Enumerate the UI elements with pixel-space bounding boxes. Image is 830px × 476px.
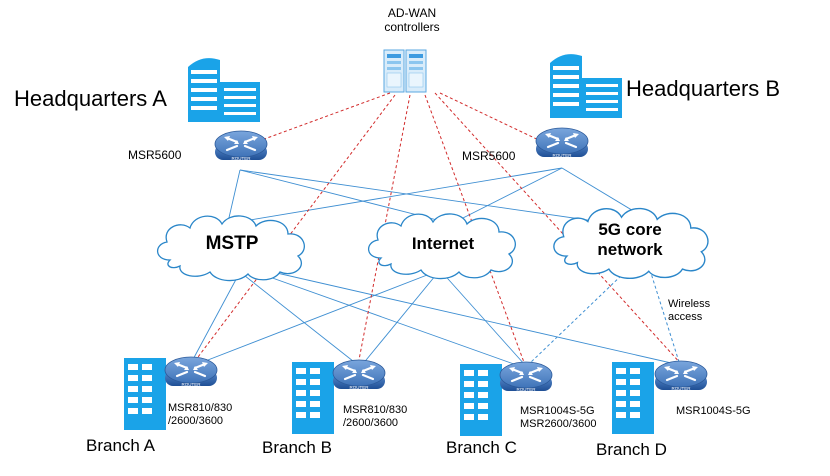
link-hqa-internet	[239, 169, 446, 223]
building-icon	[124, 358, 166, 430]
router-icon: ROUTER	[535, 127, 589, 158]
link-mstp-branch-d	[254, 267, 681, 366]
router-icon: ROUTER	[332, 359, 386, 390]
branch-d-label: Branch D	[596, 440, 667, 459]
building-icon	[188, 58, 260, 122]
branch-d-router-model: MSR1004S-5G	[676, 405, 751, 417]
router-icon: ROUTER	[499, 361, 553, 392]
link-hqb-internet	[454, 167, 563, 223]
wireless-links	[527, 269, 681, 366]
link-mstp-branch-c	[249, 269, 526, 369]
cloud-5g-label: 5G core network	[597, 220, 663, 260]
hq-b-router-model: MSR5600	[462, 149, 516, 163]
physical-links	[189, 167, 681, 369]
branch-c-router-model: MSR1004S-5G MSR2600/3600	[520, 405, 597, 430]
hq-b-label: Headquarters B	[626, 76, 781, 101]
link-mstp-branch-a	[189, 271, 241, 366]
router-badge-text: ROUTER	[232, 156, 252, 161]
ctrl-link-hqa	[247, 92, 391, 146]
controller-label: AD-WAN controllers	[384, 6, 440, 34]
router-badge-text: ROUTER	[672, 386, 692, 391]
ctrl-link-hqb	[439, 92, 546, 144]
branch-b-router-model: MSR810/830 /2600/3600	[343, 404, 408, 429]
cloud-5g-core	[553, 207, 709, 279]
link-internet-branch-a	[194, 269, 441, 366]
link-internet-branch-c	[439, 269, 526, 366]
link-mstp-branch-b	[239, 271, 359, 366]
router-badge-text: ROUTER	[517, 387, 537, 392]
wireless-link-branch-c	[527, 271, 626, 366]
ctrl-link-branch-b	[357, 94, 411, 366]
building-icon	[292, 362, 334, 434]
router-badge-text: ROUTER	[182, 382, 202, 387]
server-icon	[383, 49, 427, 93]
link-hqa-mstp	[227, 169, 241, 223]
link-internet-branch-b	[361, 269, 441, 366]
cloud-internet	[367, 213, 516, 280]
branch-a-label: Branch A	[86, 436, 155, 455]
router-icon: ROUTER	[654, 360, 708, 391]
wireless-link-branch-d	[649, 269, 681, 366]
ctrl-link-branch-a	[191, 94, 396, 366]
cloud-mstp	[156, 215, 305, 282]
hq-a-label: Headquarters A	[14, 86, 167, 111]
branch-b-label: Branch B	[262, 438, 332, 457]
building-icon	[550, 54, 622, 118]
router-icon: ROUTER	[164, 356, 218, 387]
building-icon	[612, 362, 654, 434]
building-icon	[460, 364, 502, 436]
ctrl-link-branch-d	[434, 92, 683, 366]
wireless-access-label: Wireless access	[668, 298, 711, 323]
hq-a-router-model: MSR5600	[128, 148, 182, 162]
cloud-internet-label: Internet	[411, 234, 475, 253]
routers: ROUTER ROUTER ROUTER ROUTER ROUTER ROUTER	[164, 127, 708, 392]
router-badge-text: ROUTER	[553, 153, 573, 158]
branch-a-router-model: MSR810/830 /2600/3600	[168, 402, 233, 427]
branch-c-label: Branch C	[446, 438, 517, 457]
link-hqb-mstp	[237, 167, 563, 223]
router-badge-text: ROUTER	[350, 385, 370, 390]
cloud-mstp-label: MSTP	[205, 233, 259, 254]
link-hqa-5g	[239, 169, 623, 226]
router-icon: ROUTER	[214, 130, 268, 161]
